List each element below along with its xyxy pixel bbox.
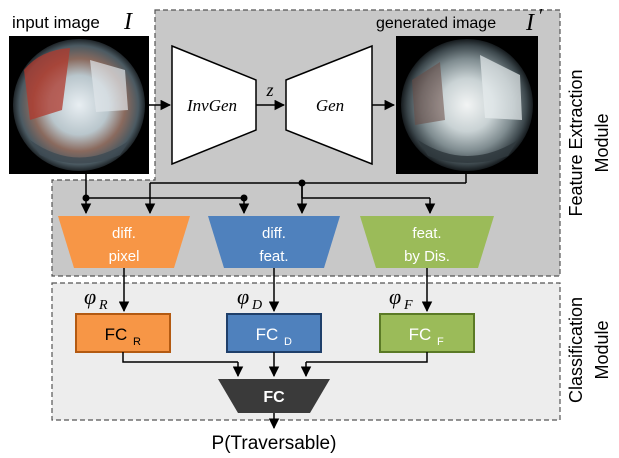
latent-z-label: z (265, 80, 273, 100)
svg-text:D: D (284, 336, 292, 348)
phi-r-label: φ R (84, 284, 108, 313)
feat-dis-label-line1: feat. (412, 225, 441, 242)
junction-dot (298, 179, 306, 187)
junction-dot (82, 194, 90, 202)
gen-block (285, 44, 373, 166)
svg-text:FC: FC (105, 325, 128, 344)
generated-image (396, 36, 538, 174)
phi-f-label: φ F (389, 284, 413, 313)
diff-feat-label-line2: feat. (259, 248, 288, 265)
svg-text:F: F (403, 298, 413, 313)
input-image-symbol: I (123, 9, 133, 35)
generated-image-prime: ′ (539, 5, 543, 27)
final-fc-block (218, 379, 330, 413)
svg-text:FC: FC (256, 325, 279, 344)
svg-text:Classification: Classification (566, 297, 586, 403)
fc-d-block: FC D (226, 313, 322, 353)
final-fc-label: FC (263, 389, 285, 406)
output-label: P(Traversable) (212, 433, 337, 454)
svg-text:Module: Module (592, 320, 612, 379)
diff-feat-block (208, 216, 340, 268)
feat-dis-label-line2: by Dis. (404, 248, 450, 265)
svg-text:Feature Extraction: Feature Extraction (566, 69, 586, 216)
fc-connections (122, 352, 428, 378)
svg-text:R: R (98, 298, 108, 313)
phi-d-label: φ D (237, 284, 262, 313)
diff-pixel-block (58, 216, 190, 268)
diff-pixel-label-line2: pixel (109, 248, 140, 265)
feat-dis-block (360, 216, 494, 268)
junction-dot (240, 194, 248, 202)
feature-connections (80, 174, 467, 215)
feature-extraction-module-label: Feature Extraction Module (566, 69, 612, 216)
diff-feat-label-line1: diff. (262, 225, 286, 242)
fc-f-block: FC F (379, 313, 475, 353)
svg-text:F: F (437, 336, 444, 348)
classification-module-label: Classification Module (566, 297, 612, 403)
svg-text:φ: φ (84, 284, 96, 309)
svg-text:D: D (251, 298, 262, 313)
generated-image-symbol: I (525, 10, 535, 36)
generated-image-label: generated image (376, 15, 496, 32)
invgen-label: InvGen (186, 96, 237, 115)
svg-text:Module: Module (592, 113, 612, 172)
fc-r-block: FC R (75, 313, 171, 353)
input-image-label: input image (12, 13, 100, 32)
svg-text:FC: FC (409, 325, 432, 344)
invgen-block (171, 44, 257, 166)
diff-pixel-label-line1: diff. (112, 225, 136, 242)
svg-text:φ: φ (389, 284, 401, 309)
gen-label: Gen (316, 96, 344, 115)
input-image (9, 36, 149, 174)
svg-text:R: R (133, 336, 141, 348)
svg-text:φ: φ (237, 284, 249, 309)
